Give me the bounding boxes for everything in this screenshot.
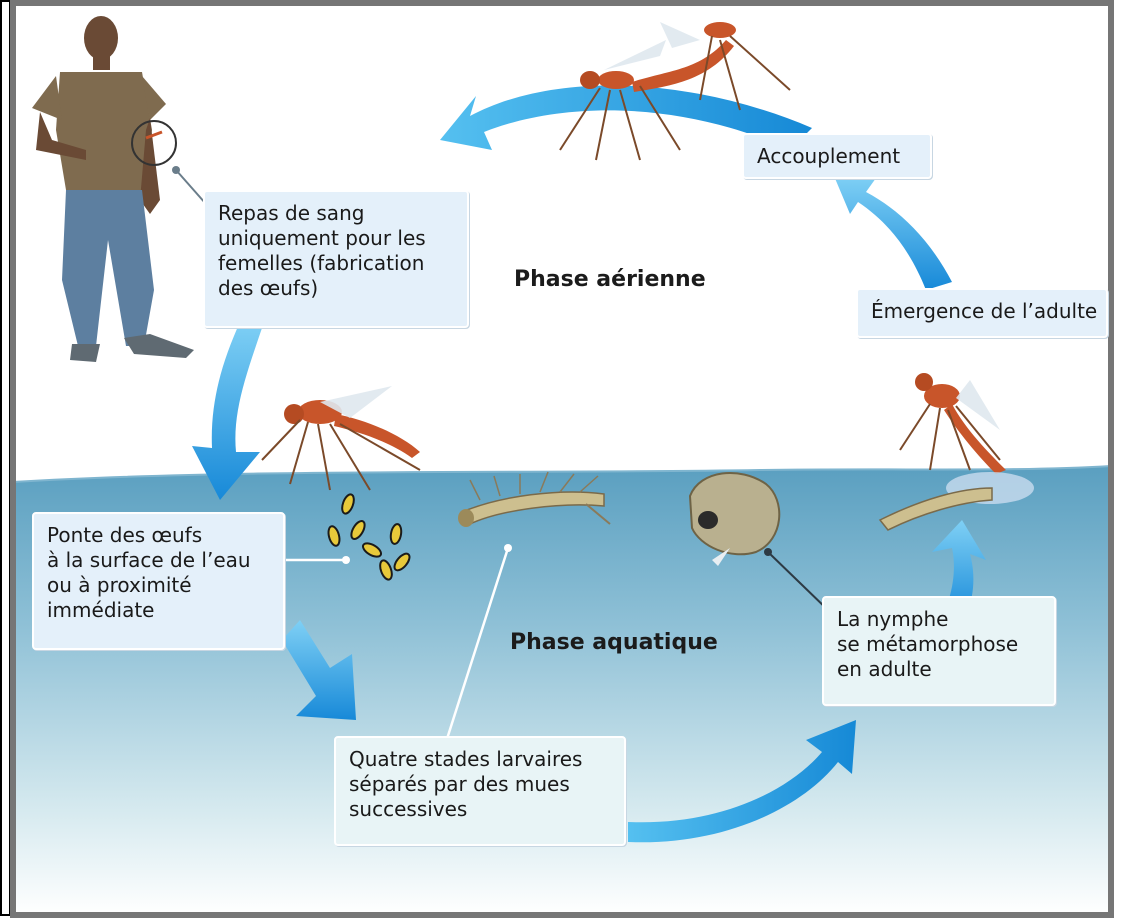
label-larvae-line-2: séparés par des mues <box>349 772 611 797</box>
label-mating: Accouplement <box>742 133 932 179</box>
left-frame <box>1 1 10 915</box>
phase-aquatic-title: Phase aquatique <box>510 630 718 655</box>
label-egg-laying-line-4: immédiate <box>47 598 270 623</box>
label-nymph-line-3: en adulte <box>837 657 1041 682</box>
label-mating-line-1: Accouplement <box>757 144 917 169</box>
label-nymph-line-1: La nymphe <box>837 607 1041 632</box>
label-larvae: Quatre stades larvaires séparés par des … <box>334 736 626 846</box>
egg-label-dot <box>342 556 350 564</box>
label-blood-meal-line-4: des œufs) <box>218 276 454 301</box>
label-egg-laying-line-3: ou à proximité <box>47 573 270 598</box>
label-egg-laying: Ponte des œufs à la surface de l’eau ou … <box>32 512 285 650</box>
label-egg-laying-line-1: Ponte des œufs <box>47 523 270 548</box>
label-nymph-line-2: se métamorphose <box>837 632 1041 657</box>
label-egg-laying-line-2: à la surface de l’eau <box>47 548 270 573</box>
label-nymph: La nymphe se métamorphose en adulte <box>822 596 1056 706</box>
phase-aerial-title: Phase aérienne <box>514 267 706 292</box>
label-blood-meal-line-3: femelles (fabrication <box>218 251 454 276</box>
label-blood-meal: Repas de sang uniquement pour les femell… <box>203 190 469 328</box>
label-larvae-line-1: Quatre stades larvaires <box>349 747 611 772</box>
label-emergence-line-1: Émergence de l’adulte <box>871 299 1093 324</box>
label-larvae-line-3: successives <box>349 797 611 822</box>
label-blood-meal-line-2: uniquement pour les <box>218 226 454 251</box>
label-blood-meal-line-1: Repas de sang <box>218 201 454 226</box>
label-emergence: Émergence de l’adulte <box>856 288 1108 338</box>
